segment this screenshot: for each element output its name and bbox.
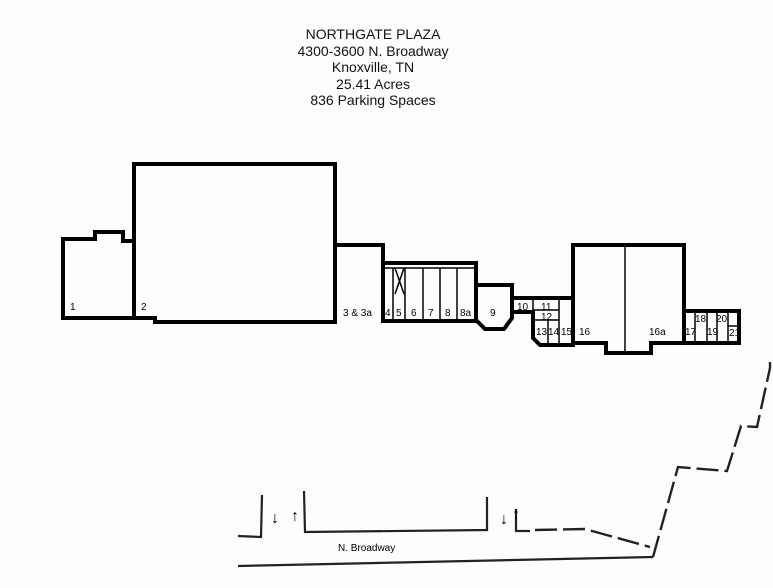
unit-2-outline bbox=[132, 162, 337, 324]
unit-label: 6 bbox=[411, 308, 417, 319]
road-label: N. Broadway bbox=[338, 543, 395, 554]
unit-label: 3 & 3a bbox=[343, 308, 372, 319]
site-title-block: NORTHGATE PLAZA 4300-3600 N. Broadway Kn… bbox=[223, 26, 523, 109]
unit-label: 13 bbox=[536, 327, 548, 338]
unit-label: 11 bbox=[541, 302, 552, 313]
property-acreage: 25.41 Acres bbox=[336, 75, 410, 92]
unit-16-outline bbox=[571, 243, 686, 355]
curb-line-right bbox=[514, 509, 530, 533]
units-4-8a-outline bbox=[381, 261, 478, 323]
curb-line-left bbox=[237, 494, 264, 539]
arrow-up-icon: ↑ bbox=[291, 508, 299, 525]
property-parking: 836 Parking Spaces bbox=[310, 92, 436, 108]
property-address: 4300-3600 N. Broadway bbox=[297, 42, 449, 59]
unit-label: 5 bbox=[396, 308, 402, 319]
unit-label: 8a bbox=[460, 308, 472, 319]
unit-label: 8 bbox=[445, 308, 451, 319]
unit-label: 10 bbox=[517, 302, 529, 313]
arrow-down-icon: ↓ bbox=[271, 510, 279, 527]
property-city: Knoxville, TN bbox=[331, 59, 415, 75]
arrow-down-icon: ↓ bbox=[500, 511, 508, 528]
road-edge-line bbox=[237, 555, 654, 568]
unit-label: 7 bbox=[428, 308, 434, 319]
unit-9-outline bbox=[474, 283, 514, 331]
curb-line-middle bbox=[302, 490, 489, 534]
unit-label: 4 bbox=[385, 308, 391, 319]
unit-label: 15 bbox=[561, 327, 573, 338]
property-name: NORTHGATE PLAZA bbox=[305, 26, 441, 42]
unit-label: 9 bbox=[490, 308, 496, 319]
unit-label: 19 bbox=[707, 327, 719, 338]
unit-label: 2 bbox=[141, 302, 147, 313]
units-17-21-dividers bbox=[694, 311, 739, 343]
property-line-dashed bbox=[534, 527, 651, 549]
unit-label: 21 bbox=[729, 328, 741, 339]
units-10-15-dividers bbox=[532, 298, 560, 345]
units-17-21-outline bbox=[684, 309, 741, 345]
arrow-up-icon: ↑ bbox=[512, 506, 520, 523]
unit-label: 17 bbox=[685, 327, 697, 338]
unit-label: 16 bbox=[579, 327, 591, 338]
unit-label: 12 bbox=[541, 312, 553, 323]
unit-label: 14 bbox=[548, 327, 560, 338]
property-line-east bbox=[651, 362, 772, 558]
unit-label: 1 bbox=[70, 302, 76, 313]
unit-label: 20 bbox=[716, 314, 728, 325]
unit-label: 18 bbox=[695, 314, 707, 325]
unit-label: 16a bbox=[649, 327, 666, 338]
units-4-8a-dividers bbox=[392, 267, 458, 321]
